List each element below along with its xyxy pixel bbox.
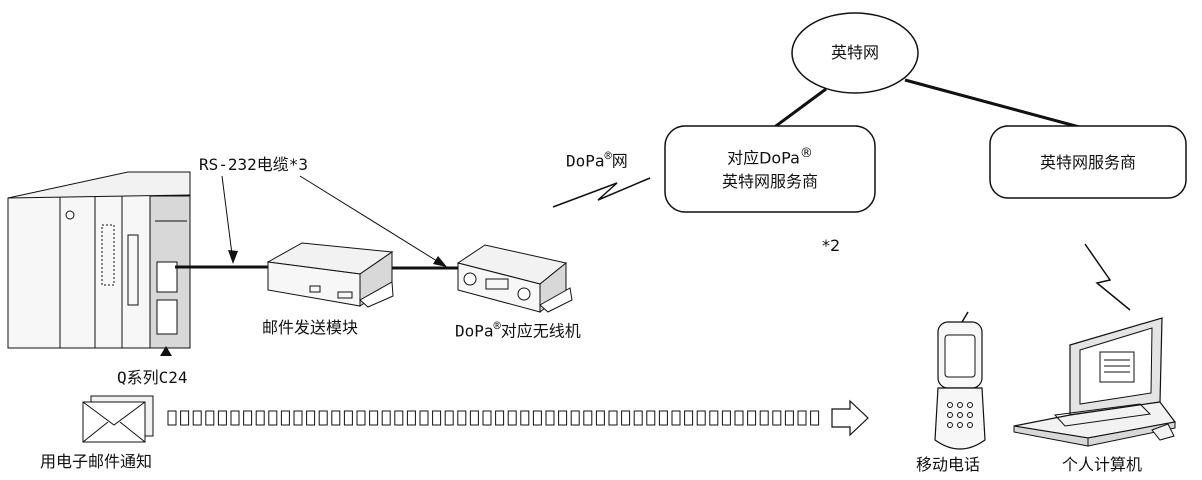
cable-arrowhead-left [228,250,238,264]
mail-flow-segment [280,410,290,426]
cable-label: RS-232电缆*3 [199,155,309,174]
mail-flow-segment [608,410,618,426]
mail-flow-segment [721,410,731,426]
mail-flow-segment [331,410,341,426]
wireless-device-icon [456,244,573,314]
isp-label: 英特网服务商 [990,153,1186,172]
mail-flow-segment [394,410,404,426]
mail-flow-segment [520,410,530,426]
mail-flow-segment [810,410,820,426]
mail-flow-segment [545,410,555,426]
dopa-provider-line2: 英特网服务商 [721,171,818,191]
mail-flow-segment [167,410,177,426]
mail-module-icon [266,242,394,308]
dopa-provider-box [664,125,876,213]
laptop-icon [1013,317,1177,447]
isp-box [989,125,1187,199]
mail-flow-segment [633,410,643,426]
cable-arrow-right [299,175,446,267]
mail-flow-segment [180,410,190,426]
mail-flow-segment [406,410,416,426]
wireless-prefix: DoPa [455,321,494,341]
mail-flow-segment [532,410,542,426]
mail-flow-segment [621,410,631,426]
mail-flow-segment [469,410,479,426]
mail-flow-segment [671,410,681,426]
q-series-pointer-icon [160,346,172,356]
mail-flow-segment [495,410,505,426]
cable-arrowhead-right [433,256,447,267]
mail-flow-segment [759,410,769,426]
mail-flow-segment [797,410,807,426]
mail-flow-segment [558,410,568,426]
mail-flow-segment [419,410,429,426]
internet-ellipse [791,12,919,94]
mail-flow-segment [684,410,694,426]
mail-flow-segment [747,410,757,426]
mail-flow-segment [205,410,215,426]
internet-text: 英特网 [830,43,879,62]
mail-flow-segment [268,410,278,426]
mail-flow-segment [192,410,202,426]
q-series-label: Q系列C24 [117,368,188,387]
mail-flow-segment [356,410,366,426]
mail-flow-segment [444,410,454,426]
note-2-label: *2 [822,236,841,255]
mail-flow-segment [369,410,379,426]
mail-flow-segment [646,410,656,426]
mail-flow-segment [243,410,253,426]
internet-label: 英特网 [792,43,918,62]
mail-flow-segment [482,410,492,426]
mail-flow-segment [381,410,391,426]
isp-text: 英特网服务商 [1039,153,1136,172]
dopa-network-suffix: 网 [611,151,628,171]
dopa-network-text: DoPa [566,151,605,171]
dopa-provider-line1: 对应DoPa [727,148,800,168]
mail-flow-segment [255,410,265,426]
mail-flow-arrowhead [831,399,869,437]
mail-flow-segment [658,410,668,426]
mail-flow-segment [293,410,303,426]
envelope-icon [82,395,154,443]
mail-flow-segment [230,410,240,426]
mail-flow-segment [343,410,353,426]
cable-arrow-left [221,175,234,263]
cloud-to-isp-line [904,78,1084,130]
mail-flow-segment [217,410,227,426]
mail-flow-segment [784,410,794,426]
dopa-network-label: DoPa®网 [566,149,628,171]
mail-flow-segment [318,410,328,426]
email-notice-label: 用电子邮件通知 [40,452,153,471]
dopa-provider-mark: ® [799,146,813,161]
mail-flow-segment [734,410,744,426]
mail-flow-segment [306,410,316,426]
plc-rack-icon [7,171,191,349]
mail-flow-segment [772,410,782,426]
mail-flow-segment [507,410,517,426]
mail-module-label: 邮件发送模块 [262,318,359,337]
dopa-lightning-icon [552,177,651,208]
mail-flow-segment [457,410,467,426]
mobile-phone-icon [934,311,986,450]
mail-flow-segment [583,410,593,426]
mail-flow-segment [570,410,580,426]
mail-flow-segment [432,410,442,426]
mobile-label: 移动电话 [916,455,981,474]
isp-lightning-icon [1084,243,1131,311]
mail-flow-segment [696,410,706,426]
dopa-provider-label: 对应DoPa® 英特网服务商 [665,145,875,193]
wireless-suffix: 对应无线机 [500,321,581,341]
mail-flow-segment [595,410,605,426]
mail-flow-arrow [167,410,820,426]
mail-flow-segment [709,410,719,426]
pc-label: 个人计算机 [1062,455,1143,474]
wireless-label: DoPa®对应无线机 [455,319,581,341]
wireless-mark: ® [493,319,501,333]
dopa-network-mark: ® [604,149,612,163]
